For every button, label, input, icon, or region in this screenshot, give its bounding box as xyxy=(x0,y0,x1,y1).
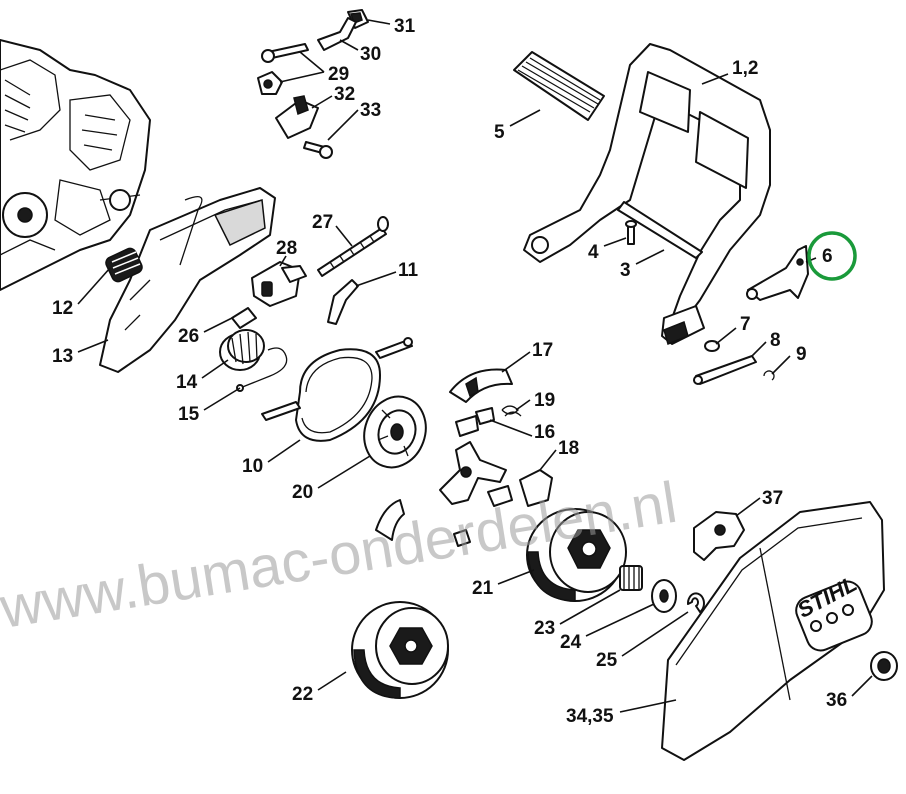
label-17: 17 xyxy=(532,340,553,361)
label-6: 6 xyxy=(822,246,833,267)
part-6-lever-link xyxy=(746,245,809,301)
part-22-drum xyxy=(351,601,449,699)
part-13-brake-cover xyxy=(99,187,276,373)
label-24: 24 xyxy=(560,632,582,653)
highlight-circle-part-6 xyxy=(807,231,857,281)
label-7: 7 xyxy=(740,314,751,335)
label-14: 14 xyxy=(176,372,198,393)
label-8: 8 xyxy=(770,330,781,351)
part-33-screw xyxy=(303,141,333,159)
part-23-needle-bearing xyxy=(619,565,643,591)
part-36-nut xyxy=(870,651,898,681)
part-26-stud xyxy=(231,307,257,329)
part-25-e-clip xyxy=(686,592,705,613)
part-16-carrier xyxy=(455,407,495,437)
label-21: 21 xyxy=(472,578,494,599)
label-37: 37 xyxy=(762,488,783,509)
part-24-washer xyxy=(651,579,677,613)
part-8-link-rod xyxy=(693,355,757,385)
label-22: 22 xyxy=(292,684,313,705)
part-11-lever xyxy=(327,279,359,325)
part-5-grip-pad xyxy=(513,51,605,121)
label-15: 15 xyxy=(178,404,200,425)
part-12-spring xyxy=(105,247,143,283)
label-34-35: 34,35 xyxy=(566,706,614,727)
part-7-washer xyxy=(704,340,720,352)
part-1-2-hand-guard xyxy=(523,43,771,346)
part-4-screw xyxy=(625,220,637,245)
part-9-clip xyxy=(763,370,775,381)
part-14-bearing xyxy=(219,329,265,371)
label-11: 11 xyxy=(398,260,419,281)
label-36: 36 xyxy=(826,690,847,711)
label-27: 27 xyxy=(312,212,333,233)
part-labels: 31 30 29 32 33 1,2 5 27 28 11 4 3 6 7 8 … xyxy=(52,16,847,727)
label-16: 16 xyxy=(534,422,555,443)
part-18-clutch-hub xyxy=(439,441,507,505)
label-1-2: 1,2 xyxy=(732,58,758,79)
label-10: 10 xyxy=(242,456,263,477)
part-34-35-sprocket-cover: STIHL xyxy=(661,501,885,761)
label-29: 29 xyxy=(328,64,349,85)
label-26: 26 xyxy=(178,326,199,347)
label-3: 3 xyxy=(620,260,631,281)
label-30: 30 xyxy=(360,44,381,65)
label-9: 9 xyxy=(796,344,807,365)
label-28: 28 xyxy=(276,238,297,259)
leader-lines xyxy=(77,19,873,713)
label-5: 5 xyxy=(494,122,505,143)
label-4: 4 xyxy=(588,242,599,263)
label-33: 33 xyxy=(360,100,381,121)
label-13: 13 xyxy=(52,346,73,367)
label-25: 25 xyxy=(596,650,618,671)
part-21-clutch-drum xyxy=(526,508,627,602)
part-17-clutch-shoe xyxy=(449,368,513,403)
engine-housing xyxy=(0,39,151,291)
part-30-bracket xyxy=(317,17,357,51)
label-32: 32 xyxy=(334,84,355,105)
label-12: 12 xyxy=(52,298,73,319)
label-20: 20 xyxy=(292,482,313,503)
label-18: 18 xyxy=(558,438,579,459)
part-37-lever xyxy=(693,511,745,561)
part-3-plate xyxy=(617,201,703,259)
part-28-tensioner xyxy=(251,261,307,307)
part-27-bolt xyxy=(317,216,389,277)
label-31: 31 xyxy=(394,16,416,37)
part-clutch-shoes-left xyxy=(375,499,471,547)
part-29-screws xyxy=(257,43,309,95)
part-19-spring xyxy=(501,405,522,417)
label-19: 19 xyxy=(534,390,555,411)
part-18b-shoe xyxy=(487,469,553,507)
part-32-adjuster xyxy=(275,95,319,139)
label-23: 23 xyxy=(534,618,555,639)
part-10-brake-band xyxy=(261,337,413,442)
part-20-disc xyxy=(363,395,427,469)
